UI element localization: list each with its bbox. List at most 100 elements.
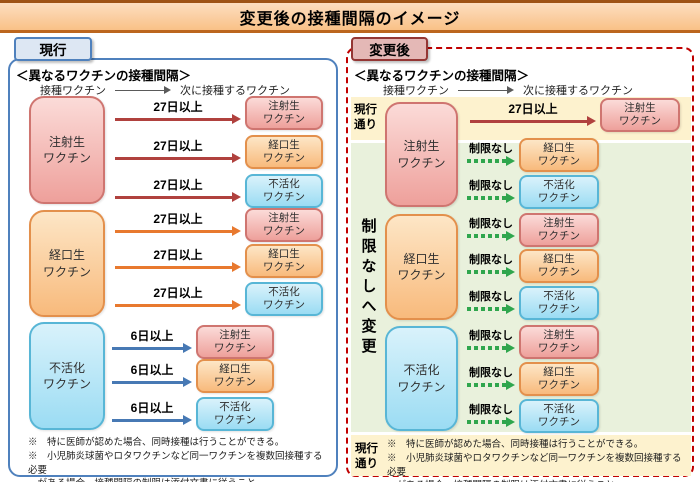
interval-label: 制限なし [469, 290, 513, 303]
interval-arrow-icon [467, 230, 515, 243]
target-column-label: 次に接種するワクチン [523, 85, 633, 97]
page-title: 変更後の接種間隔のイメージ [239, 10, 461, 28]
interval-label: 27日以上 [153, 212, 203, 226]
interval-label: 制限なし [469, 142, 513, 155]
interval-label: 27日以上 [153, 139, 203, 153]
target-vaccine-box: 不活化 ワクチン [519, 286, 599, 320]
interval-arrow-icon [470, 116, 596, 128]
tab-current-label: 現行 [39, 43, 67, 58]
target-vaccine-box: 不活化 ワクチン [245, 174, 323, 208]
interval-label: 27日以上 [153, 286, 203, 300]
interval-row: 27日以上 注射生 ワクチン [115, 208, 323, 242]
target-vaccine-box: 注射生 ワクチン [600, 98, 680, 132]
interval-row: 27日以上 不活化 ワクチン [115, 282, 323, 316]
interval-arrow-icon [115, 114, 241, 126]
interval-row: 27日以上 不活化 ワクチン [115, 174, 323, 208]
interval-row: 6日以上 経口生 ワクチン [112, 359, 274, 393]
source-box-injected-live: 注射生 ワクチン [385, 102, 458, 207]
interval-arrow-icon [115, 300, 241, 312]
target-vaccine-box: 不活化 ワクチン [519, 175, 599, 209]
tab-current: 現行 [14, 37, 92, 61]
interval-row: 27日以上 注射生 ワクチン [115, 96, 323, 130]
interval-label: 27日以上 [508, 102, 558, 116]
interval-label: 6日以上 [130, 329, 174, 343]
source-box-injected-live: 注射生 ワクチン [29, 96, 105, 204]
title-bar: 変更後の接種間隔のイメージ [0, 0, 700, 33]
interval-arrow-icon [112, 415, 192, 427]
interval-arrow-icon [112, 377, 192, 389]
interval-label: 制限なし [469, 179, 513, 192]
current-as-is-label: 現行 通り [355, 443, 378, 470]
interval-label: 27日以上 [153, 248, 203, 262]
target-vaccine-box: 注射生 ワクチン [245, 208, 323, 242]
interval-arrow-icon [467, 342, 515, 355]
interval-label: 制限なし [469, 329, 513, 342]
current-as-is-note-band: 現行 通り ※ 特に医師が認めた場合、同時接種は行うことができる。 ※ 小児肺炎… [351, 435, 691, 482]
interval-row: 制限なし 注射生 ワクチン [467, 213, 599, 247]
source-box-oral-live: 経口生 ワクチン [385, 214, 458, 320]
interval-row: 制限なし 経口生 ワクチン [467, 138, 599, 172]
interval-arrow-icon [467, 266, 515, 279]
changed-column-header: 接種ワクチン 次に接種するワクチン [383, 82, 633, 98]
current-as-is-label: 現行 通り [354, 104, 377, 131]
interval-row: 制限なし 経口生 ワクチン [467, 249, 599, 283]
interval-arrow-icon [115, 262, 241, 274]
target-vaccine-box: 経口生 ワクチン [519, 138, 599, 172]
interval-arrow-icon [467, 303, 515, 316]
footnote: ※ 小児肺炎球菌やロタワクチンなど同一ワクチンを複数回接種する必要 がある場合、… [28, 451, 323, 482]
interval-arrow-icon [115, 192, 241, 204]
target-vaccine-box: 注射生 ワクチン [245, 96, 323, 130]
target-vaccine-box: 不活化 ワクチン [196, 397, 274, 431]
target-vaccine-box: 不活化 ワクチン [245, 282, 323, 316]
interval-row: 6日以上 注射生 ワクチン [112, 325, 274, 359]
footnote: ※ 特に医師が認めた場合、同時接種は行うことができる。 [387, 439, 644, 450]
interval-arrow-icon [467, 379, 515, 392]
current-column-header: 接種ワクチン 次に接種するワクチン [40, 82, 290, 98]
footnote: ※ 小児肺炎球菌やロタワクチンなど同一ワクチンを複数回接種する必要 がある場合、… [387, 453, 682, 482]
target-vaccine-box: 経口生 ワクチン [245, 135, 323, 169]
interval-row: 制限なし 不活化 ワクチン [467, 175, 599, 209]
current-section-heading: ＜異なるワクチンの接種間隔＞ [16, 69, 192, 83]
interval-label: 6日以上 [130, 363, 174, 377]
current-footnotes: ※ 特に医師が認めた場合、同時接種は行うことができる。 ※ 小児肺炎球菌やロタワ… [28, 436, 330, 482]
interval-label: 制限なし [469, 217, 513, 230]
interval-arrow-icon [115, 153, 241, 165]
source-box-oral-live: 経口生 ワクチン [29, 210, 105, 317]
tab-after-change-label: 変更後 [369, 43, 410, 58]
target-vaccine-box: 経口生 ワクチン [519, 362, 599, 396]
target-vaccine-box: 不活化 ワクチン [519, 399, 599, 433]
interval-label: 27日以上 [153, 178, 203, 192]
changed-section-heading: ＜異なるワクチンの接種間隔＞ [354, 69, 530, 83]
interval-row: 制限なし 不活化 ワクチン [467, 399, 599, 433]
interval-arrow-icon [467, 192, 515, 205]
interval-arrow-icon [467, 416, 515, 429]
source-column-label: 接種ワクチン [383, 85, 449, 97]
target-vaccine-box: 経口生 ワクチン [519, 249, 599, 283]
interval-row: 制限なし 不活化 ワクチン [467, 286, 599, 320]
source-box-inactivated: 不活化 ワクチン [385, 326, 458, 431]
interval-label: 制限なし [469, 253, 513, 266]
source-column-label: 接種ワクチン [40, 85, 106, 97]
footnote: ※ 特に医師が認めた場合、同時接種は行うことができる。 [28, 437, 285, 448]
target-vaccine-box: 注射生 ワクチン [196, 325, 274, 359]
interval-label: 27日以上 [153, 100, 203, 114]
interval-row: 制限なし 注射生 ワクチン [467, 325, 599, 359]
interval-row: 27日以上 経口生 ワクチン [115, 135, 323, 169]
current-panel: ＜異なるワクチンの接種間隔＞ 接種ワクチン 次に接種するワクチン 注射生 ワクチ… [8, 58, 338, 482]
interval-row: 27日以上 経口生 ワクチン [115, 244, 323, 278]
interval-row: 27日以上 注射生 ワクチン [470, 98, 680, 132]
interval-arrow-icon [467, 155, 515, 168]
source-box-inactivated: 不活化 ワクチン [29, 322, 105, 430]
target-column-label: 次に接種するワクチン [180, 85, 290, 97]
target-vaccine-box: 経口生 ワクチン [196, 359, 274, 393]
interval-label: 制限なし [469, 403, 513, 416]
after-change-panel: ＜異なるワクチンの接種間隔＞ 接種ワクチン 次に接種するワクチン 現行 通り 制… [346, 47, 694, 482]
target-vaccine-box: 注射生 ワクチン [519, 213, 599, 247]
interval-label: 制限なし [469, 366, 513, 379]
target-vaccine-box: 経口生 ワクチン [245, 244, 323, 278]
interval-row: 制限なし 経口生 ワクチン [467, 362, 599, 396]
interval-row: 6日以上 不活化 ワクチン [112, 397, 274, 431]
column-arrow-icon [115, 85, 171, 95]
target-vaccine-box: 注射生 ワクチン [519, 325, 599, 359]
